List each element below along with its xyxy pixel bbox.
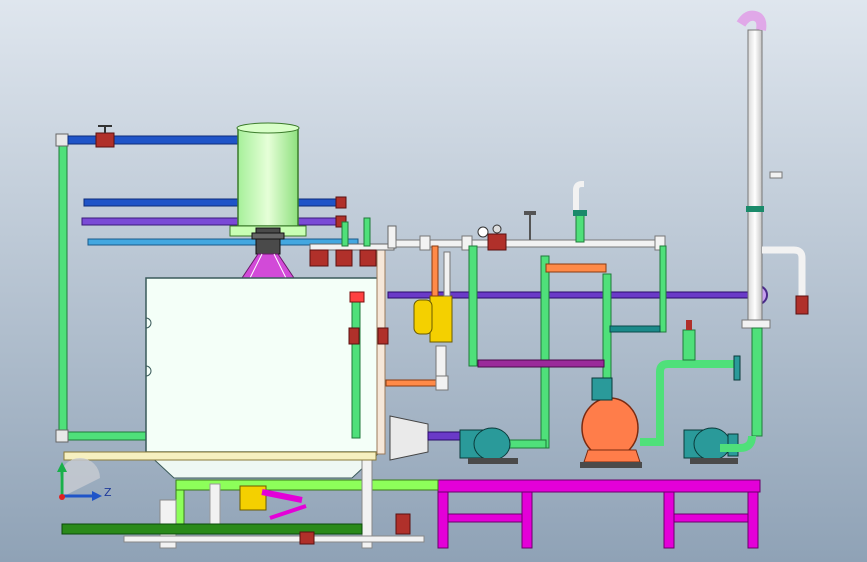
tank-side-pipe (351, 295, 361, 439)
header-valve[interactable] (487, 224, 507, 251)
conical-filter (389, 415, 429, 461)
vertical-vessel (229, 122, 307, 255)
fitting (573, 210, 587, 216)
exhaust-stack (720, 10, 809, 452)
feed-pipe-purple (81, 217, 343, 226)
side-valve[interactable] (348, 327, 360, 345)
heat-exchanger (580, 377, 642, 468)
top-blue-pipe (67, 135, 241, 145)
orange-pipe (545, 263, 607, 273)
bottom-return-pipe (123, 535, 425, 543)
center-riser-1 (468, 245, 478, 367)
tank-riser-pipe (376, 243, 386, 455)
drain-valve[interactable] (395, 513, 411, 535)
axis-triad (57, 458, 102, 501)
feed-pipe-cyan (87, 238, 359, 246)
bottom-yellow-block (239, 485, 267, 511)
pump-1 (459, 427, 518, 464)
z-axis-label: Z (104, 486, 112, 499)
tank-top-valve-cluster[interactable] (309, 217, 397, 267)
center-riser-4 (659, 245, 667, 333)
x-axis-dot (59, 494, 65, 500)
feed-pipe-blue (83, 198, 345, 207)
main-tank (144, 277, 382, 479)
riser-valve[interactable] (377, 327, 389, 345)
bottom-drain-pipe (61, 523, 363, 535)
mauve-pipe (477, 359, 605, 368)
tank-base-pipe (63, 451, 377, 461)
magenta-skid-frame (437, 479, 761, 549)
header-gauge (477, 226, 489, 238)
top-ball-valve[interactable] (95, 125, 115, 148)
center-riser-2 (540, 255, 550, 449)
